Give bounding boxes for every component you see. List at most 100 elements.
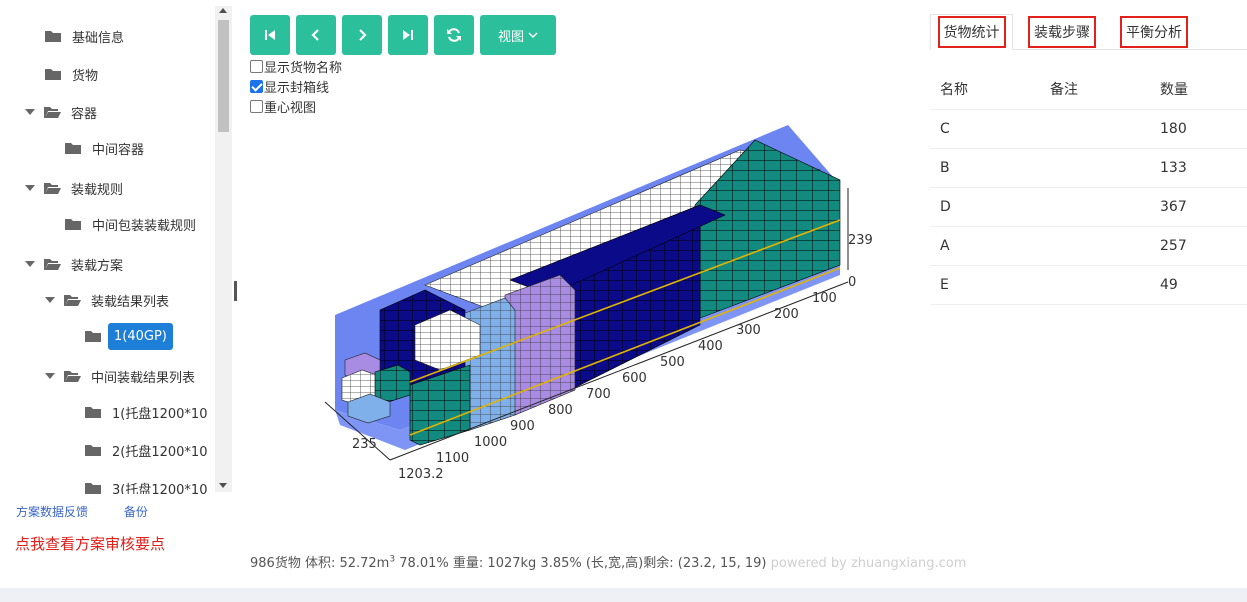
tab-loading-steps[interactable]: 装载步骤 [1022,14,1102,50]
center-of-gravity-checkbox[interactable] [250,99,263,113]
refresh-icon [446,27,462,43]
skip-first-icon [263,28,277,42]
container-floor [335,265,840,450]
tree-node-result-list[interactable]: 装载结果列表 [45,285,173,315]
show-cargo-name-option[interactable]: 显示货物名称 [250,56,342,76]
axis-x-tick: 800 [548,403,573,418]
folder-icon [64,141,82,155]
caret-down-icon[interactable] [45,295,55,305]
tree-node-packaging-rules[interactable]: 中间包装装载规则 [64,209,200,239]
tree-node-label: 中间容器 [92,142,145,158]
table-row[interactable]: E 49 [930,265,1247,305]
cell-note [1040,109,1150,149]
table-row[interactable]: A 257 [930,226,1247,266]
axis-z-tick: 0 [848,275,856,290]
cell-name: B [930,148,1040,188]
axis-x-tick: 700 [586,387,611,402]
seal-line-lower [409,267,841,436]
folder-icon [84,443,102,457]
cell-quantity: 367 [1150,187,1247,227]
cell-quantity: 133 [1150,148,1247,188]
cell-name: E [930,265,1040,305]
review-points-link[interactable]: 点我查看方案审核要点 [15,535,166,553]
tree-node-intermediate-results[interactable]: 中间装载结果列表 [45,361,199,391]
show-seal-line-checkbox[interactable] [250,79,263,93]
first-step-button[interactable] [250,15,290,55]
table-row[interactable]: B 133 [930,148,1247,188]
axis-x-tick: 1100 [436,451,469,466]
table-header-row: 名称 备注 数量 [930,70,1247,110]
tree-node-pallet-3[interactable]: 3(托盘1200*10 [84,473,211,494]
tree-node-container[interactable]: 容器 [25,97,101,127]
viewer-toolbar: 视图 [250,15,556,55]
axis-x-tick: 500 [660,355,685,370]
tree-scrollbar[interactable] [215,6,232,492]
watermark: powered by zhuangxiang.com [770,556,967,571]
option-label: 显示封箱线 [264,80,330,96]
feedback-link[interactable]: 方案数据反馈 [16,505,89,519]
cell-quantity: 257 [1150,226,1247,266]
caret-down-icon[interactable] [45,371,55,381]
container-3d-view[interactable]: 100 200 300 400 500 600 700 800 900 1000… [300,110,900,500]
show-cargo-name-checkbox[interactable] [250,59,263,73]
table-row[interactable]: C 180 [930,109,1247,149]
right-panel-tabs: 货物统计 装载步骤 平衡分析 [930,14,1247,50]
cell-name: C [930,109,1040,149]
cargo-small-teal [374,364,411,403]
show-seal-line-option[interactable]: 显示封箱线 [250,76,342,96]
tree-node-loading-plan[interactable]: 装载方案 [25,249,127,279]
skip-last-icon [401,28,415,42]
tree-node-pallet-2[interactable]: 2(托盘1200*10 [84,435,211,465]
caret-down-icon[interactable] [25,107,35,117]
navigation-tree: 基础信息 货物 容器 中间容器 装载规则 [0,0,215,494]
tree-node-label: 3(托盘1200*10 [112,482,208,495]
folder-open-icon [63,369,81,383]
tab-label: 平衡分析 [1120,16,1188,48]
tree-node-cargo[interactable]: 货物 [44,59,102,89]
scroll-up-arrow-icon[interactable] [219,8,227,13]
cell-name: A [930,226,1040,266]
tab-balance-analysis[interactable]: 平衡分析 [1114,14,1194,50]
center-of-gravity-option[interactable]: 重心视图 [250,96,342,116]
backup-link[interactable]: 备份 [123,505,148,519]
seal-line-upper [409,219,841,383]
chevron-left-icon [309,28,323,42]
tree-node-label: 基础信息 [72,30,125,46]
axis-x-tick: 300 [736,323,761,338]
refresh-button[interactable] [434,15,474,55]
tree-node-intermediate-container[interactable]: 中间容器 [64,133,148,163]
table-row[interactable]: D 367 [930,187,1247,227]
last-step-button[interactable] [388,15,428,55]
folder-icon [84,481,102,494]
caret-down-icon[interactable] [25,183,35,193]
tree-node-label: 装载方案 [71,258,124,274]
folder-open-icon [63,293,81,307]
cargo-statistics-table: 名称 备注 数量 C 180 B 133 D 367 A [930,70,1247,305]
load-summary-suffix: 78.01% 重量: 1027kg 3.85% (长,宽,高)剩余: (23.2… [395,556,767,571]
axis-x-tick: 1000 [474,435,507,450]
tree-node-result-40gp[interactable]: 1(40GP) [84,321,173,351]
cell-note [1040,265,1150,305]
column-header-note: 备注 [1040,70,1150,110]
folder-open-icon [43,105,61,119]
caret-down-icon[interactable] [25,259,35,269]
tree-node-basic-info[interactable]: 基础信息 [44,21,128,51]
next-step-button[interactable] [342,15,382,55]
volume-unit-exponent: 3 [389,554,396,565]
previous-step-button[interactable] [296,15,336,55]
footer-links: 方案数据反馈 备份 [16,503,180,520]
tab-cargo-statistics[interactable]: 货物统计 [930,14,1013,50]
option-label: 显示货物名称 [264,60,343,76]
panel-splitter-handle[interactable] [234,281,237,301]
scroll-down-arrow-icon[interactable] [219,483,227,488]
axis-x-line [389,281,849,461]
axis-x-tick: 200 [774,307,799,322]
tree-node-loading-rules[interactable]: 装载规则 [25,173,127,203]
tree-node-pallet-1[interactable]: 1(托盘1200*10 [84,397,211,427]
tab-label: 装载步骤 [1028,16,1096,48]
chevron-down-icon [528,31,538,39]
view-dropdown-button[interactable]: 视图 [480,15,556,55]
axis-x-tick: 400 [698,339,723,354]
scrollbar-thumb[interactable] [218,20,229,132]
